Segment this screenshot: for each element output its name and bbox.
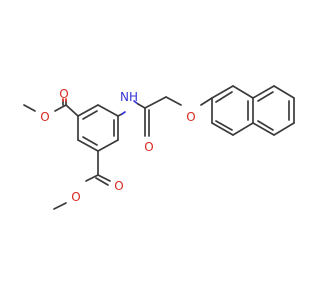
ester2-carbonyl-oxygen-label: O (114, 179, 123, 193)
naphthalene-ring-system (200, 85, 295, 136)
central-benzene-ring (77, 104, 119, 152)
ester1-carbonyl-oxygen-label: O (59, 87, 68, 101)
amide-nh-label: NH (120, 90, 138, 104)
amide-carbonyl-oxygen-label: O (144, 140, 153, 154)
naphthyl-ether-oxygen-label: O (186, 110, 195, 124)
atom-labels: O O O O NH O O (40, 87, 195, 204)
lower-methyl-ester (53, 150, 111, 210)
ester1-ether-oxygen-label: O (40, 110, 49, 124)
ester2-ether-oxygen-label: O (71, 190, 80, 204)
amide-linker (117, 96, 182, 137)
upper-methyl-ester (23, 98, 79, 117)
molecule-structure-diagram: O O O O NH O O (23, 85, 295, 210)
